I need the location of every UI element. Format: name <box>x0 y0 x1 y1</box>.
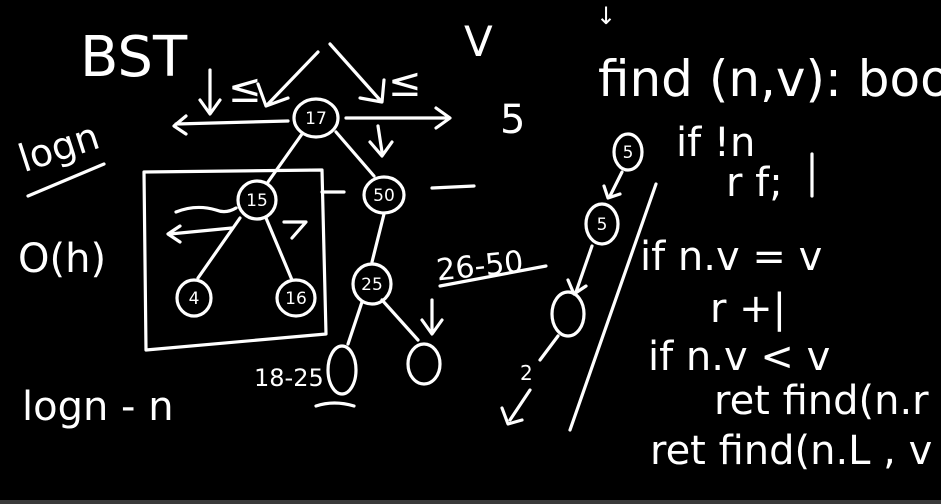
node-4-label: 4 <box>189 289 200 309</box>
bst-title: BST <box>80 25 188 90</box>
box-arrow-right <box>282 220 308 240</box>
node-15: 15 <box>236 179 278 221</box>
arrow-to-50-head <box>368 140 394 158</box>
edge-25-right <box>380 298 420 342</box>
trace-edge-4 <box>508 388 532 422</box>
node-50-label: 50 <box>373 186 395 206</box>
node-empty-right <box>406 342 442 386</box>
node-16: 16 <box>275 278 317 318</box>
v-label: V <box>464 17 493 66</box>
arrow-right-down <box>328 42 382 102</box>
small-down-arrow-left-head <box>198 98 222 116</box>
arrow-root-right-head <box>434 106 452 130</box>
node-17-label: 17 <box>305 109 327 129</box>
trace-node-2: 5 <box>584 202 620 246</box>
search-value: 5 <box>500 97 525 143</box>
range-underline <box>438 264 548 288</box>
arrow-right-down-head <box>358 78 386 104</box>
trace-edge-4-head <box>500 406 524 426</box>
oh-note: O(h) <box>18 236 106 282</box>
trace-edge-1-head <box>602 184 622 200</box>
code-line-5: if n.v < v <box>648 334 830 380</box>
empty-node-underline <box>314 401 356 408</box>
node-50: 50 <box>362 175 406 215</box>
subtree-box <box>142 168 328 352</box>
box-squiggle <box>174 205 238 214</box>
edge-15-16 <box>264 216 294 282</box>
node-empty-left <box>326 344 358 396</box>
code-line-6: ret find(n.r <box>714 378 929 424</box>
trace-cursor-mark: 2 <box>520 361 533 385</box>
node-15-label: 15 <box>246 191 268 211</box>
arrow-root-left-head <box>172 114 188 136</box>
code-line-4: r +| <box>710 286 786 332</box>
node-16-label: 16 <box>285 289 307 309</box>
arrow-to-empty-right-head <box>420 318 444 336</box>
edge-17-15 <box>266 132 304 184</box>
logn-underline <box>26 162 106 198</box>
node-4: 4 <box>175 278 213 318</box>
trace-node-2-label: 5 <box>597 215 608 235</box>
box-arrow-left-head <box>166 224 182 244</box>
code-line-2: r f; <box>726 160 783 206</box>
logn-n-note: logn - n <box>22 384 174 430</box>
code-line-1: if !n <box>676 120 755 166</box>
edge-dash-right <box>430 184 476 190</box>
arrow-left-down-head <box>256 82 290 108</box>
box-arrow-left <box>168 226 234 236</box>
edge-15-4 <box>196 216 242 280</box>
trace-edge-3 <box>538 334 560 362</box>
arrow-to-50 <box>376 124 384 154</box>
code-signature: find (n,v): bool <box>598 50 941 108</box>
trace-node-1: 5 <box>612 132 644 172</box>
leq-left: ≤ <box>228 66 262 112</box>
arrow-root-left <box>174 119 290 126</box>
trace-node-1-label: 5 <box>623 143 634 163</box>
separator-line <box>568 182 658 432</box>
code-line-3: if n.v = v <box>640 234 822 280</box>
window-bottom-edge <box>0 500 941 504</box>
cursor-arrow: ↓ <box>596 2 616 30</box>
node-17: 17 <box>292 97 340 139</box>
edge-17-50 <box>334 130 376 178</box>
edge-25-left <box>346 300 364 346</box>
trace-edge-2 <box>574 244 594 294</box>
range-18-25: 18-25 <box>254 364 324 392</box>
trace-edge-1 <box>608 170 624 198</box>
node-25-label: 25 <box>361 275 383 295</box>
code-line-7: ret find(n.L , v <box>650 428 932 474</box>
arrow-left-down <box>266 50 320 106</box>
range-26-50: 26-50 <box>435 245 525 289</box>
edge-50-25 <box>370 212 386 264</box>
leq-right: ≤ <box>388 60 422 106</box>
trace-node-3 <box>550 290 586 338</box>
node-25: 25 <box>351 262 393 306</box>
